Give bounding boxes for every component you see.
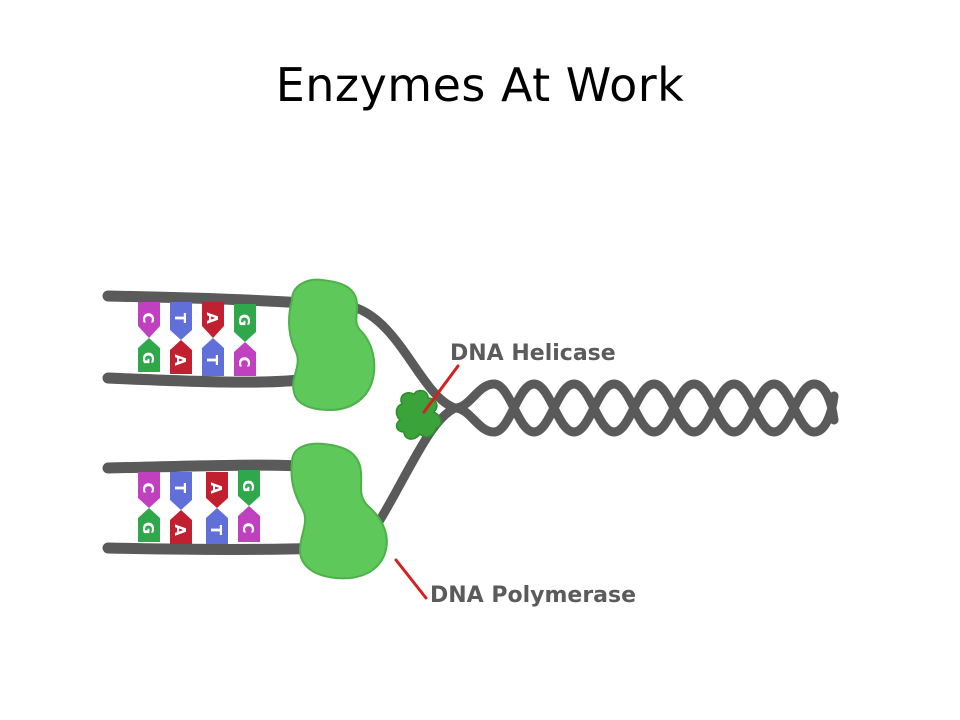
bottom-strand-lower <box>102 542 336 555</box>
top-strand-lower <box>102 372 306 388</box>
base-letter: C <box>139 312 157 323</box>
base-pair: A T <box>202 302 224 376</box>
bottom-polymerase-blob <box>290 442 388 580</box>
base-letter: T <box>171 483 189 494</box>
helicase-pointer <box>422 364 460 414</box>
base-pair: G C <box>238 470 260 542</box>
base-letter: G <box>235 314 253 326</box>
base-letter: G <box>139 522 157 534</box>
replication-fork <box>345 301 460 525</box>
polymerase-pointer <box>394 558 428 600</box>
base-pair: T A <box>170 472 192 544</box>
base-letter: C <box>139 482 157 493</box>
base-pair: T A <box>170 302 192 374</box>
helicase-label: DNA Helicase <box>450 341 616 366</box>
base-letter: T <box>171 313 189 324</box>
polymerase-label: DNA Polymerase <box>430 583 636 608</box>
base-letter: G <box>239 480 257 492</box>
base-letter: T <box>203 355 221 366</box>
base-pair: A T <box>206 472 228 544</box>
base-letter: G <box>139 352 157 364</box>
base-letter: A <box>171 354 189 366</box>
base-letter: A <box>207 482 225 494</box>
bottom-strand-upper <box>102 459 306 474</box>
slide-title: Enzymes At Work <box>275 58 685 112</box>
top-strand-pair: C G T A A T G C <box>102 290 356 388</box>
polymerase-icon <box>288 278 388 580</box>
top-polymerase-blob <box>288 278 376 412</box>
base-letter: C <box>239 522 257 533</box>
double-helix <box>450 379 839 437</box>
base-letter: A <box>171 524 189 536</box>
base-letter: C <box>235 356 253 367</box>
base-pair: G C <box>234 304 256 376</box>
base-letter: T <box>207 525 225 536</box>
fork-upper-arm <box>345 301 460 413</box>
base-pair: C G <box>138 472 160 542</box>
fork-lower-arm <box>375 403 460 525</box>
helix-strand-a <box>450 379 839 437</box>
base-pair: C G <box>138 302 160 372</box>
helix-strand-b <box>450 379 839 437</box>
base-letter: A <box>203 312 221 324</box>
